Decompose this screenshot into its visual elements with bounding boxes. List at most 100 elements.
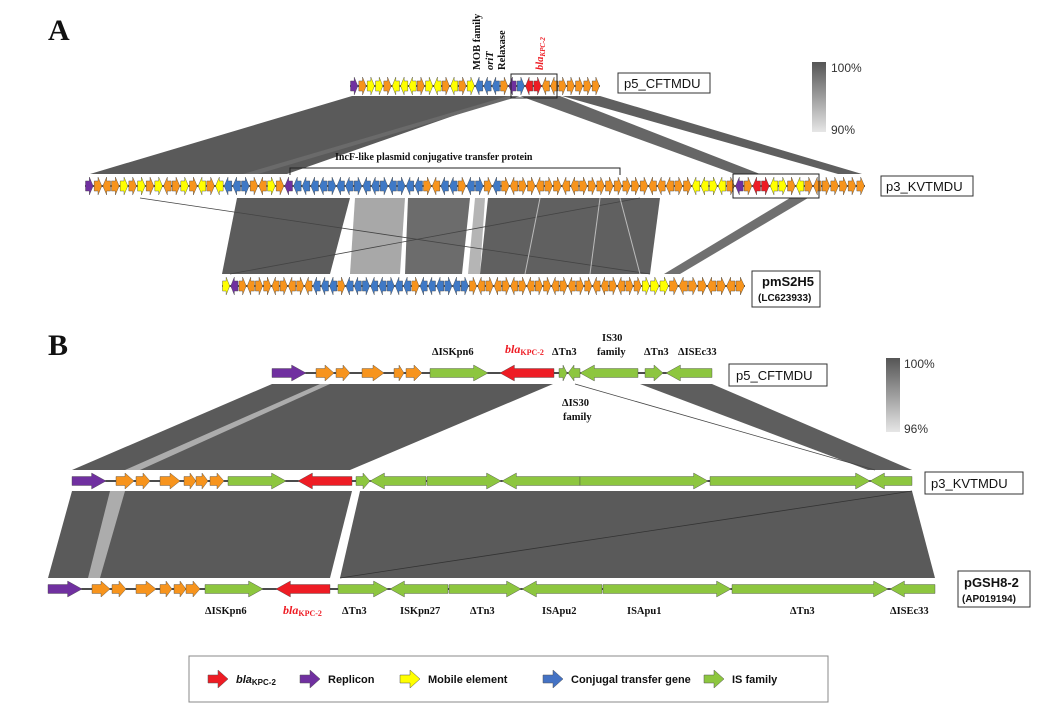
gene-arrow — [847, 176, 857, 196]
scale-max: 100% — [831, 61, 862, 75]
gene-arrow — [135, 472, 151, 490]
label-bla-bottom: blaKPC-2 — [283, 603, 322, 618]
label-isec33-top: ΔISEc33 — [678, 347, 717, 358]
gene-arrow — [583, 76, 592, 96]
homology-band — [664, 198, 808, 274]
label-is30-top-1: IS30 — [602, 333, 622, 344]
gene-arrow — [159, 472, 181, 490]
gene-arrow — [183, 472, 197, 490]
legend-swatch-icon — [207, 669, 229, 689]
bla-kpc-arrow — [761, 176, 770, 196]
label-box — [880, 175, 974, 197]
legend-label: Conjugal transfer gene — [571, 674, 691, 686]
conjugal-transfer-arrow — [449, 176, 458, 196]
conjugal-transfer-arrow — [293, 176, 302, 196]
is-family-arrow — [579, 364, 639, 382]
track-a-p3-kvtmdu — [85, 176, 865, 196]
homology-line — [139, 197, 651, 275]
legend-label: blaKPC-2 — [236, 674, 276, 687]
replicon-arrow — [85, 176, 94, 196]
is-family-arrow — [579, 472, 709, 490]
gene-arrow — [485, 276, 494, 296]
label-iskpn27: ISKpn27 — [400, 606, 440, 617]
gene-arrow — [625, 276, 634, 296]
mobile-element-arrow — [267, 176, 276, 196]
gene-arrow — [263, 276, 272, 296]
label-isec33-bottom: ΔISEc33 — [890, 606, 929, 617]
gene-arrow — [335, 364, 351, 382]
gene-arrow — [584, 276, 593, 296]
gene-arrow — [423, 176, 432, 196]
homology-band — [125, 384, 330, 470]
gene-arrow — [163, 176, 172, 196]
gene-arrow — [411, 276, 420, 296]
conjugal-transfer-arrow — [321, 276, 329, 296]
mobile-element-arrow — [642, 276, 650, 296]
gene-arrow — [279, 276, 288, 296]
plasmid-label-p3-b: p3_KVTMDU — [931, 476, 1008, 491]
gene-arrow — [576, 276, 584, 296]
gene-arrow — [561, 176, 571, 196]
gene-arrow — [493, 276, 502, 296]
plasmid-label-p3: p3_KVTMDU — [886, 179, 963, 194]
bla-kpc-arrow — [499, 364, 555, 382]
gene-arrow — [804, 176, 813, 196]
gene-arrow — [600, 276, 609, 296]
gene-arrow — [813, 176, 822, 196]
track-b-p5-cftmdu — [271, 364, 713, 382]
gene-arrow — [238, 276, 247, 296]
is-family-arrow — [355, 472, 371, 490]
replicon-arrow — [284, 176, 293, 196]
homology-band — [480, 198, 660, 274]
incf-bracket — [289, 167, 621, 175]
gene-arrow — [657, 176, 666, 196]
homology-band — [90, 96, 510, 174]
gene-arrow — [566, 76, 575, 96]
conjugal-transfer-arrow — [397, 176, 406, 196]
panel-a: IncF-like plasmid conjugative transfer p… — [85, 13, 974, 308]
gene-arrow — [383, 76, 392, 96]
bla-kpc-arrow — [533, 76, 542, 96]
is-family-arrow — [567, 364, 581, 382]
mobile-element-arrow — [137, 176, 146, 196]
gene-arrow — [258, 176, 267, 196]
mobile-element-arrow — [400, 76, 409, 96]
gene-arrow — [631, 176, 640, 196]
homology-band — [640, 384, 912, 470]
mobile-element-arrow — [769, 176, 779, 196]
gene-arrow — [633, 276, 642, 296]
gene-arrow — [171, 176, 181, 196]
gene-arrow — [605, 176, 614, 196]
gene-arrow — [678, 276, 688, 296]
label-box — [957, 570, 1031, 608]
is-family-arrow — [389, 580, 449, 598]
is-family-arrow — [889, 580, 936, 598]
panel-b-homology — [48, 383, 935, 579]
gene-arrow — [115, 472, 135, 490]
mobile-element-arrow — [391, 76, 400, 96]
label-tn3b-top: ΔTn3 — [644, 347, 669, 358]
identity-scale — [886, 358, 900, 432]
homology-band — [468, 198, 485, 274]
conjugal-transfer-arrow — [475, 176, 484, 196]
conjugal-transfer-arrow — [336, 176, 345, 196]
mobile-element-arrow — [119, 176, 129, 196]
gene-arrow — [510, 276, 519, 296]
conjugal-transfer-arrow — [345, 276, 354, 296]
bla-region-box — [732, 173, 820, 199]
homology-line — [574, 383, 876, 471]
is-family-arrow — [448, 580, 522, 598]
label-box — [924, 471, 1024, 495]
gene-arrow — [255, 276, 263, 296]
gene-arrow — [541, 76, 550, 96]
mobile-element-arrow — [717, 176, 727, 196]
homology-line — [229, 197, 641, 275]
mobile-element-arrow — [466, 76, 475, 96]
bla-kpc-arrow — [752, 176, 761, 196]
mobile-element-arrow — [450, 76, 459, 96]
homology-band — [350, 198, 405, 274]
gene-arrow — [195, 472, 209, 490]
gene-arrow — [288, 276, 296, 296]
conjugal-transfer-arrow — [371, 176, 380, 196]
